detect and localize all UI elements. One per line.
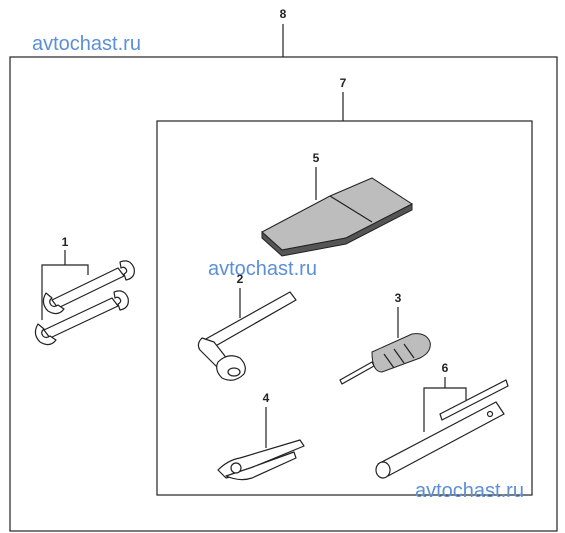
wrench-lower-jaw-a (34, 323, 57, 346)
callout-2: 2 (237, 272, 244, 286)
pliers-handle-lower (225, 451, 297, 481)
handle-grip-2 (393, 348, 405, 364)
pipe-wrench-end (375, 461, 391, 479)
watermark-center: avtochast.ru (208, 258, 317, 280)
pliers-pivot (230, 462, 242, 474)
screwdriver-handle (371, 333, 431, 373)
callout-4: 4 (263, 391, 270, 405)
pipe-wrench-set: 6 (375, 361, 509, 479)
callout-3: 3 (395, 291, 402, 305)
watermark-top-left: avtochast.ru (32, 33, 141, 55)
wrench-upper-jaw-b (119, 260, 135, 281)
spark-plug-wrench: 2 (197, 272, 297, 381)
open-end-wrenches: 1 (34, 235, 135, 346)
wrench-upper-jaw-a (42, 292, 65, 315)
handle-grip-3 (403, 343, 415, 359)
callout-1: 1 (62, 235, 69, 249)
tool-case-frame (156, 120, 533, 496)
tommy-bar (439, 379, 509, 421)
screwdriver-shaft (339, 361, 375, 385)
callout-6: 6 (442, 361, 449, 375)
wrench-lower-shaft (43, 297, 119, 339)
callout-7: 7 (340, 76, 347, 90)
watermark-bottom-right: avtochast.ru (415, 480, 524, 502)
manual-spine (261, 203, 413, 257)
plug-wrench-socket-hole (227, 367, 241, 377)
pipe-leader-branch (423, 387, 467, 432)
screwdriver: 3 (339, 291, 431, 385)
pipe-wrench-hole (486, 410, 494, 418)
manual-booklet: 5 (261, 151, 413, 257)
plug-wrench-bar (203, 291, 297, 349)
callout-5: 5 (313, 151, 320, 165)
handle-grip-1 (383, 353, 395, 369)
manual-fold (329, 195, 373, 223)
pliers: 4 (217, 391, 305, 481)
callout-8: 8 (280, 7, 287, 21)
wrench-upper-shaft (51, 267, 125, 309)
wrench-lower-jaw-b (113, 290, 129, 311)
